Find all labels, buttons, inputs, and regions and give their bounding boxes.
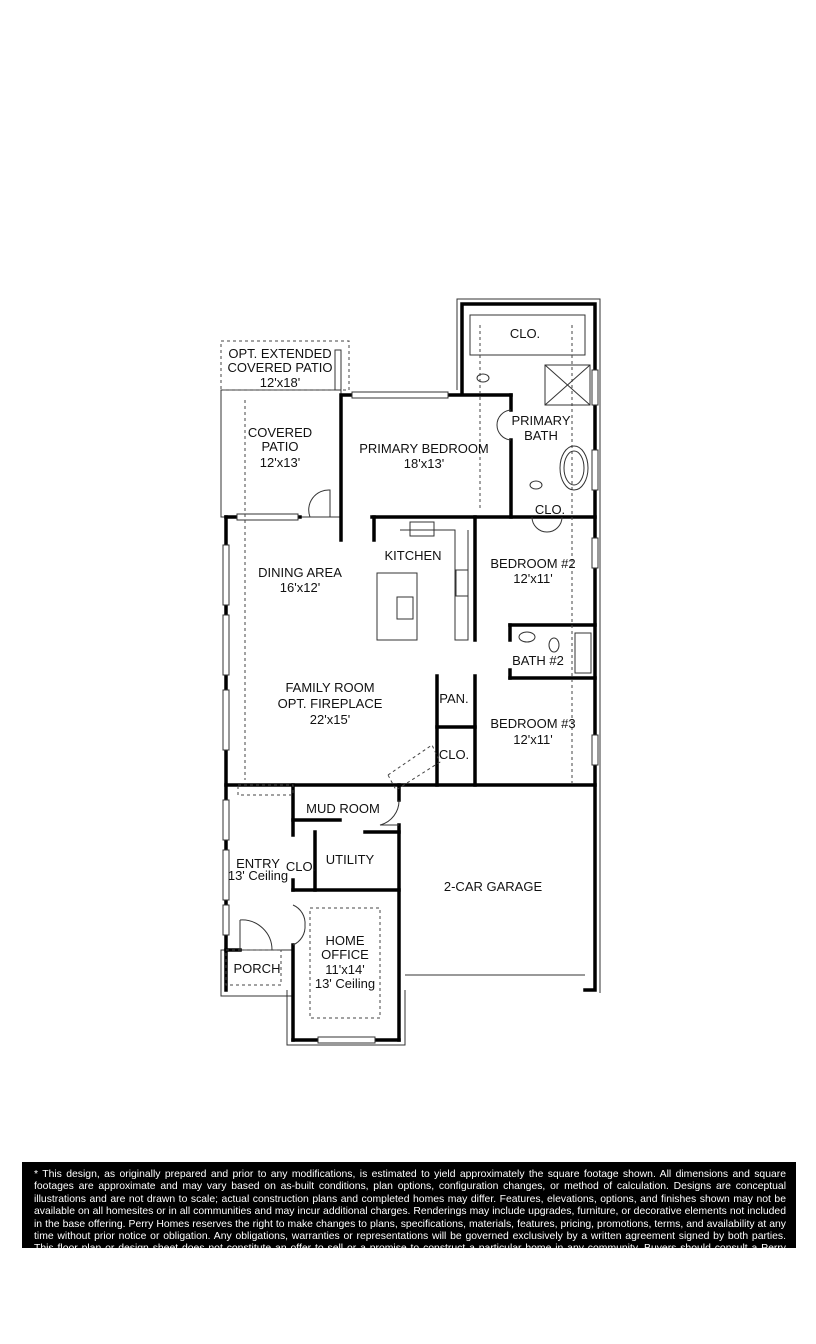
outer-outline bbox=[220, 298, 601, 1046]
covered-patio-label: COVERED bbox=[248, 425, 312, 440]
primary-bedroom-label: PRIMARY BEDROOM bbox=[359, 441, 489, 456]
porch-label: PORCH bbox=[234, 961, 281, 976]
dining-size: 16'x12' bbox=[280, 580, 320, 595]
office-label-2: OFFICE bbox=[321, 947, 369, 962]
opt-patio-label: OPT. EXTENDED bbox=[228, 346, 331, 361]
fixtures bbox=[225, 314, 592, 1019]
primary-bedroom-size: 18'x13' bbox=[404, 456, 444, 471]
entry-closet-label: CLO. bbox=[286, 859, 316, 874]
bedroom3-label: BEDROOM #3 bbox=[490, 716, 575, 731]
entry-ceiling: 13' Ceiling bbox=[228, 868, 288, 883]
office-ceiling: 13' Ceiling bbox=[315, 976, 375, 991]
opt-patio-label-2: COVERED PATIO bbox=[228, 360, 333, 375]
windows bbox=[222, 349, 599, 1044]
family-room-size: 22'x15' bbox=[310, 712, 350, 727]
utility-label: UTILITY bbox=[326, 852, 375, 867]
doors bbox=[239, 409, 585, 976]
hall-closet-label: CLO. bbox=[439, 747, 469, 762]
primary-bath-label-2: BATH bbox=[524, 428, 558, 443]
kitchen-label: KITCHEN bbox=[384, 548, 441, 563]
primary-closet-2-label: CLO. bbox=[535, 502, 565, 517]
bedroom3-size: 12'x11' bbox=[513, 732, 552, 747]
entry-label: ENTRY bbox=[236, 856, 280, 871]
garage-label: 2-CAR GARAGE bbox=[444, 879, 543, 894]
family-room-label-2: OPT. FIREPLACE bbox=[278, 696, 383, 711]
opt-patio-size: 12'x18' bbox=[260, 375, 300, 390]
family-room-label: FAMILY ROOM bbox=[285, 680, 374, 695]
room-labels: OPT. EXTENDED COVERED PATIO 12'x18' COVE… bbox=[228, 326, 576, 991]
covered-patio-label-2: PATIO bbox=[261, 439, 298, 454]
disclaimer-box: * This design, as originally prepared an… bbox=[22, 1162, 796, 1248]
floor-plan: OPT. EXTENDED COVERED PATIO 12'x18' COVE… bbox=[220, 298, 601, 1046]
bedroom2-size: 12'x11' bbox=[513, 571, 552, 586]
office-size: 11'x14' bbox=[325, 962, 364, 977]
primary-bath-label: PRIMARY bbox=[512, 413, 571, 428]
dining-label: DINING AREA bbox=[258, 565, 342, 580]
mud-room-label: MUD ROOM bbox=[306, 801, 380, 816]
bedroom2-label: BEDROOM #2 bbox=[490, 556, 575, 571]
opt-extended-patio-outline bbox=[220, 340, 350, 391]
primary-closet-label: CLO. bbox=[510, 326, 540, 341]
office-label: HOME bbox=[326, 933, 365, 948]
covered-patio-size: 12'x13' bbox=[260, 455, 300, 470]
disclaimer-text: * This design, as originally prepared an… bbox=[34, 1169, 786, 1248]
bath2-label: BATH #2 bbox=[512, 653, 564, 668]
pantry-label: PAN. bbox=[439, 691, 468, 706]
